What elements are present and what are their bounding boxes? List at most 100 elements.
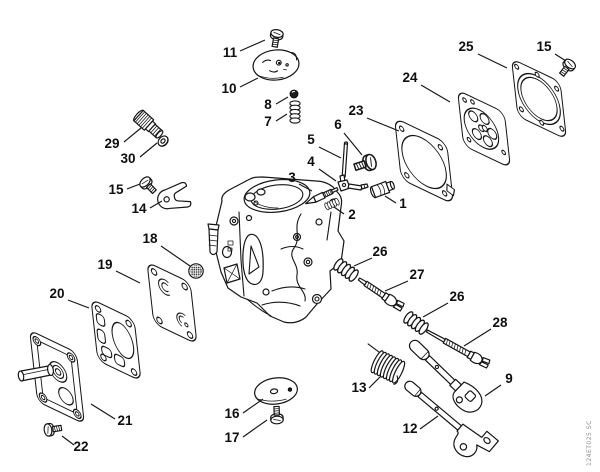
callout-13-label: 13: [351, 380, 367, 395]
callout-27-label: 27: [409, 267, 424, 282]
callout-28-label: 28: [492, 315, 508, 330]
part-21-fuel-nipple: [17, 363, 55, 382]
leader-line: [463, 328, 492, 347]
leader-line: [318, 168, 337, 182]
callout-16-label: 16: [224, 406, 240, 421]
callout-27: 27: [384, 267, 425, 292]
callout-20-label: 20: [49, 286, 64, 301]
callout-1: 1: [384, 195, 407, 211]
leader-line: [275, 96, 289, 105]
part-1-inlet-valve: [369, 180, 395, 199]
callout-30: 30: [120, 142, 158, 166]
callout-8-label: 8: [264, 97, 272, 112]
leader-line: [123, 127, 142, 143]
leader-line: [419, 415, 439, 430]
callout-13: 13: [351, 375, 382, 395]
callout-25: 25: [458, 39, 508, 69]
callout-15-left: 15: [108, 182, 141, 197]
part-24-metering-diaphragm: [457, 92, 511, 166]
part-carburetor-body: [207, 176, 345, 324]
leader-line: [368, 375, 382, 389]
callout-12-label: 12: [402, 421, 417, 436]
callout-5: 5: [307, 132, 342, 159]
leader-line: [126, 183, 141, 190]
leader-line: [333, 206, 345, 215]
callout-7: 7: [264, 113, 288, 129]
part-15-screw-left: [137, 174, 160, 197]
callout-11-label: 11: [223, 45, 238, 60]
part-11-screw: [267, 28, 285, 49]
callout-15-right: 15: [536, 39, 567, 62]
callout-22: 22: [61, 435, 89, 454]
callout-21-label: 21: [117, 413, 133, 428]
callout-15-left-label: 15: [108, 182, 124, 197]
callout-17: 17: [224, 419, 268, 445]
leader-line: [422, 302, 449, 318]
callout-11: 11: [223, 39, 266, 60]
leader-line: [239, 77, 259, 88]
part-22-screw: [42, 421, 63, 438]
part-5-lever-pin: [341, 141, 349, 178]
leader-line: [115, 270, 141, 284]
part-12-choke-shaft: [404, 380, 499, 458]
leader-line: [554, 53, 567, 62]
part-26-spring-lower: [401, 309, 431, 337]
part-30-washer: [157, 135, 169, 147]
part-7-spring: [289, 100, 301, 124]
callout-16: 16: [224, 398, 264, 421]
callout-26-upper-label: 26: [372, 244, 388, 259]
callout-9-label: 9: [505, 371, 513, 386]
leader-line: [242, 419, 268, 438]
callout-5-label: 5: [307, 132, 315, 147]
leader-line: [343, 132, 363, 156]
leader-line: [477, 53, 508, 69]
leader-line: [139, 142, 158, 158]
part-15-screw-right: [556, 56, 578, 80]
callout-22-label: 22: [73, 439, 88, 454]
leader-line: [353, 257, 373, 267]
callout-19: 19: [97, 257, 141, 284]
part-13-torsion-spring: [367, 343, 406, 385]
part-3-inlet-needle: [305, 187, 339, 205]
callouts: 11 10 8 7 29 30 15 14 25 15 24 23 6 5 4 …: [49, 39, 567, 454]
part-10-end-cover-disc: [252, 49, 300, 81]
callout-17-label: 17: [224, 430, 239, 445]
callout-29: 29: [104, 127, 142, 151]
callout-6-label: 6: [334, 117, 342, 132]
leader-line: [275, 113, 288, 122]
part-21-pump-cover: [29, 332, 85, 422]
watermark-code: 124ET025 SC: [586, 420, 593, 466]
part-17-screw: [269, 405, 284, 425]
part-14-fork-clip: [157, 181, 192, 210]
callout-18-label: 18: [142, 231, 158, 246]
callout-14-label: 14: [131, 201, 147, 216]
callout-24-label: 24: [402, 70, 418, 85]
callout-7-label: 7: [264, 114, 272, 129]
callout-3: 3: [288, 170, 313, 192]
callout-19-label: 19: [97, 257, 112, 272]
part-18-screen: [188, 263, 204, 279]
leader-line: [90, 403, 116, 420]
callout-20: 20: [49, 286, 90, 309]
leader-line: [67, 299, 90, 309]
callout-15-right-label: 15: [536, 39, 552, 54]
callout-23-label: 23: [348, 103, 364, 118]
callout-30-label: 30: [120, 151, 135, 166]
part-28-adjustment-screw: [425, 329, 491, 369]
callout-10-label: 10: [221, 81, 236, 96]
callout-10: 10: [221, 77, 259, 96]
callout-12: 12: [402, 415, 439, 436]
part-4-metering-lever: [337, 174, 369, 192]
callout-2: 2: [333, 206, 356, 222]
callout-29-label: 29: [104, 136, 119, 151]
part-6-screw-plug: [351, 152, 379, 176]
callout-4-label: 4: [307, 154, 315, 169]
leader-line: [484, 384, 502, 397]
part-25-metering-cover: [511, 61, 567, 137]
callout-26-lower: 26: [422, 289, 465, 318]
part-29-valve-jet: [133, 109, 164, 139]
callout-23: 23: [348, 103, 400, 132]
part-9-throttle-shaft: [408, 339, 483, 413]
callout-9: 9: [484, 371, 513, 397]
